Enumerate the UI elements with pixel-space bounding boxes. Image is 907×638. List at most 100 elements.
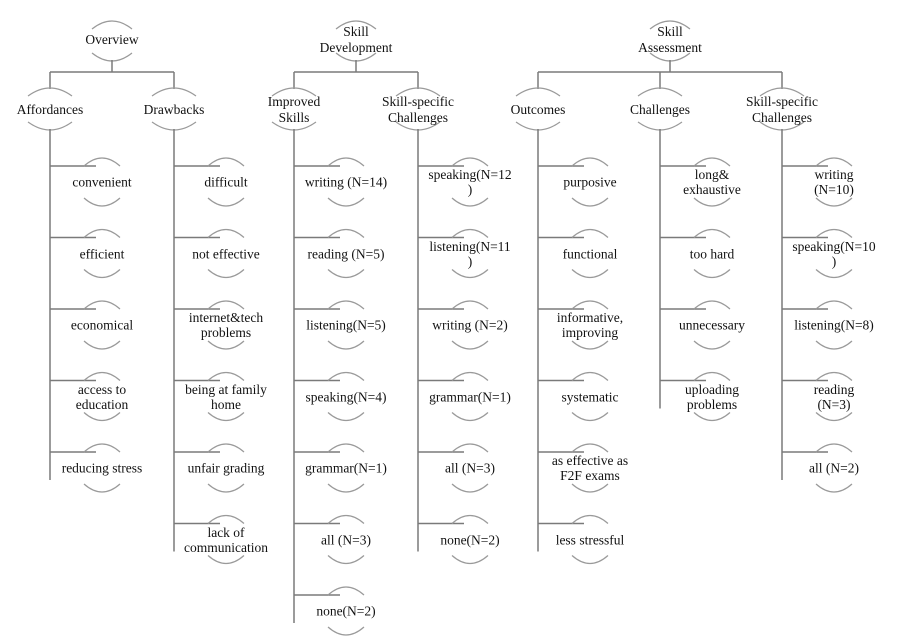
item-challenges-2-top-arc bbox=[693, 300, 731, 310]
node-item: informative, improving bbox=[556, 310, 624, 340]
item-drawbacks-0-bottom-arc bbox=[207, 197, 245, 207]
item-affordances-3-bottom-arc bbox=[83, 412, 121, 422]
item-outcomes-3-bottom-arc bbox=[571, 412, 609, 422]
node-item: reducing stress bbox=[61, 460, 143, 476]
item-affordances-2-bottom-arc bbox=[83, 340, 121, 350]
item-skill-specific-challenges-dev-2-top-arc bbox=[451, 300, 489, 310]
item-improved-skills-0-bottom-arc bbox=[327, 197, 365, 207]
section-skill-assessment-top-arc bbox=[649, 20, 691, 30]
item-skill-specific-challenges-assess-3-top-arc bbox=[815, 371, 853, 381]
node-item: grammar(N=1) bbox=[429, 389, 511, 404]
item-skill-specific-challenges-dev-5-top-arc bbox=[451, 514, 489, 524]
item-drawbacks-3-bottom-arc bbox=[207, 412, 245, 422]
node-item: speaking(N=10 ) bbox=[792, 238, 876, 269]
node-item: listening(N=5) bbox=[306, 317, 386, 333]
node-item: lack of communication bbox=[184, 524, 268, 555]
node-item: speaking(N=4) bbox=[305, 389, 387, 404]
group-title-outcomes: Outcomes bbox=[510, 102, 566, 117]
item-skill-specific-challenges-assess-2-bottom-arc bbox=[815, 340, 853, 350]
item-challenges-2-bottom-arc bbox=[693, 340, 731, 350]
node-item: unnecessary bbox=[679, 317, 745, 333]
node-item: listening(N=11 ) bbox=[429, 238, 511, 269]
item-affordances-0-top-arc bbox=[83, 157, 121, 167]
group-title-improved-skills: Improved Skills bbox=[267, 94, 321, 125]
node-item: all (N=2) bbox=[809, 460, 859, 476]
item-skill-specific-challenges-dev-3-bottom-arc bbox=[451, 412, 489, 422]
group-skill-specific-challenges-assess-top-arc bbox=[759, 87, 805, 97]
group-outcomes-top-arc bbox=[515, 87, 561, 97]
node-item: long& exhaustive bbox=[683, 167, 741, 197]
node-item: internet&tech problems bbox=[188, 310, 264, 340]
section-title-skill-development: Skill Development bbox=[319, 24, 393, 55]
item-improved-skills-2-top-arc bbox=[327, 300, 365, 310]
item-affordances-1-bottom-arc bbox=[83, 269, 121, 279]
item-affordances-4-top-arc bbox=[83, 443, 121, 453]
group-outcomes-bottom-arc bbox=[515, 121, 561, 131]
node-item: less stressful bbox=[555, 532, 625, 547]
item-skill-specific-challenges-dev-0-bottom-arc bbox=[451, 197, 489, 207]
node-item: reading (N=3) bbox=[813, 381, 855, 412]
node-item: none(N=2) bbox=[316, 603, 376, 619]
item-improved-skills-5-top-arc bbox=[327, 514, 365, 524]
item-improved-skills-0-top-arc bbox=[327, 157, 365, 167]
item-outcomes-1-bottom-arc bbox=[571, 269, 609, 279]
item-drawbacks-3-top-arc bbox=[207, 371, 245, 381]
item-improved-skills-6-bottom-arc bbox=[327, 626, 365, 636]
item-skill-specific-challenges-assess-1-bottom-arc bbox=[815, 269, 853, 279]
item-affordances-0-bottom-arc bbox=[83, 197, 121, 207]
group-drawbacks-bottom-arc bbox=[151, 121, 197, 131]
item-challenges-3-bottom-arc bbox=[693, 412, 731, 422]
node-item: as effective as F2F exams bbox=[551, 453, 629, 483]
node-item: unfair grading bbox=[187, 460, 265, 476]
item-drawbacks-4-top-arc bbox=[207, 443, 245, 453]
item-skill-specific-challenges-dev-4-bottom-arc bbox=[451, 483, 489, 493]
item-outcomes-2-bottom-arc bbox=[571, 340, 609, 350]
item-improved-skills-1-bottom-arc bbox=[327, 269, 365, 279]
node-item: speaking(N=12 ) bbox=[428, 167, 512, 197]
node-item: all (N=3) bbox=[445, 460, 495, 476]
node-item: uploading problems bbox=[685, 381, 739, 412]
item-drawbacks-4-bottom-arc bbox=[207, 483, 245, 493]
item-skill-specific-challenges-assess-4-bottom-arc bbox=[815, 483, 853, 493]
section-title-skill-assessment: Skill Assessment bbox=[638, 24, 702, 55]
item-outcomes-5-top-arc bbox=[571, 514, 609, 524]
node-item: writing (N=14) bbox=[304, 174, 388, 190]
node-item: being at family home bbox=[185, 381, 267, 412]
item-drawbacks-0-top-arc bbox=[207, 157, 245, 167]
group-title-skill-specific-challenges-dev: Skill-specific Challenges bbox=[382, 94, 454, 125]
item-challenges-3-top-arc bbox=[693, 371, 731, 381]
item-challenges-0-bottom-arc bbox=[693, 197, 731, 207]
node-item: writing (N=2) bbox=[432, 317, 508, 333]
node-item: functional bbox=[562, 246, 618, 261]
item-outcomes-3-top-arc bbox=[571, 371, 609, 381]
item-improved-skills-6-top-arc bbox=[327, 586, 365, 596]
section-overview-bottom-arc bbox=[91, 52, 133, 62]
item-challenges-1-bottom-arc bbox=[693, 269, 731, 279]
item-skill-specific-challenges-dev-5-bottom-arc bbox=[451, 555, 489, 565]
item-challenges-1-top-arc bbox=[693, 228, 731, 238]
group-challenges-bottom-arc bbox=[637, 121, 683, 131]
item-skill-specific-challenges-dev-4-top-arc bbox=[451, 443, 489, 453]
item-outcomes-5-bottom-arc bbox=[571, 555, 609, 565]
item-outcomes-4-bottom-arc bbox=[571, 483, 609, 493]
item-drawbacks-1-top-arc bbox=[207, 228, 245, 238]
item-affordances-3-top-arc bbox=[83, 371, 121, 381]
node-item: difficult bbox=[204, 174, 248, 190]
group-drawbacks-top-arc bbox=[151, 87, 197, 97]
item-outcomes-2-top-arc bbox=[571, 300, 609, 310]
node-item: not effective bbox=[192, 246, 260, 261]
item-challenges-0-top-arc bbox=[693, 157, 731, 167]
node-item: writing (N=10) bbox=[814, 167, 854, 197]
item-affordances-2-top-arc bbox=[83, 300, 121, 310]
item-improved-skills-2-bottom-arc bbox=[327, 340, 365, 350]
node-item: access to education bbox=[75, 381, 129, 412]
item-skill-specific-challenges-assess-2-top-arc bbox=[815, 300, 853, 310]
group-challenges-top-arc bbox=[637, 87, 683, 97]
item-skill-specific-challenges-assess-1-top-arc bbox=[815, 228, 853, 238]
node-item: all (N=3) bbox=[321, 532, 371, 547]
item-outcomes-4-top-arc bbox=[571, 443, 609, 453]
item-improved-skills-4-bottom-arc bbox=[327, 483, 365, 493]
node-item: too hard bbox=[689, 246, 735, 261]
